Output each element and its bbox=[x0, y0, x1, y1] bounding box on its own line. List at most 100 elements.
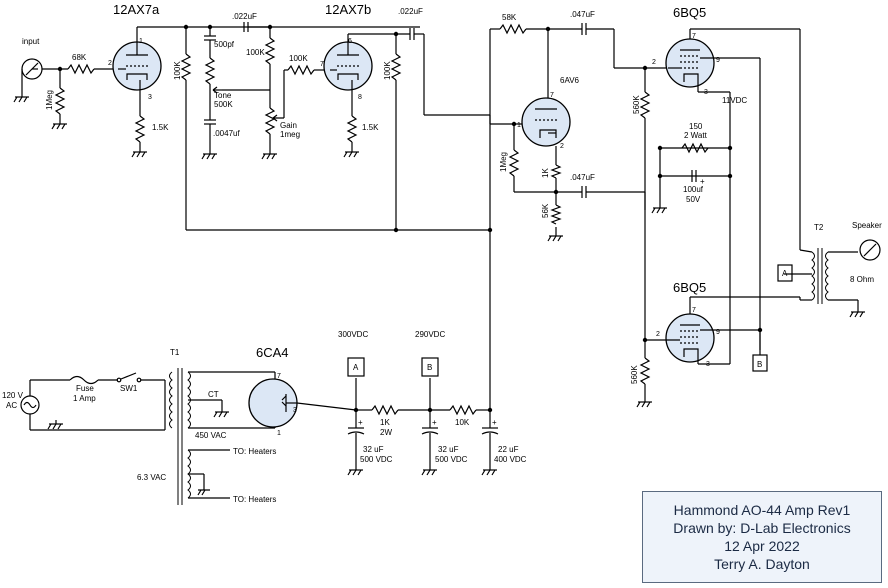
ohm-label: 8 Ohm bbox=[850, 275, 874, 284]
r-100k-tone-label: 100K bbox=[246, 48, 265, 57]
resistor-10k bbox=[449, 404, 477, 416]
node-b-supply-label: B bbox=[427, 363, 432, 372]
node-a-supply-label: A bbox=[353, 363, 359, 372]
fuse bbox=[69, 375, 99, 385]
node-b-marker-right bbox=[752, 354, 768, 372]
speaker-jack bbox=[859, 239, 881, 261]
c-022-a-label: .022uF bbox=[232, 12, 257, 21]
r-100k-c-label: 100K bbox=[383, 61, 392, 80]
svg-text:+: + bbox=[492, 418, 497, 427]
c-047-b-label: .047uF bbox=[570, 173, 595, 182]
c-100uf-label: 100uf bbox=[683, 185, 704, 194]
r-1k-2w-label: 1K bbox=[380, 418, 390, 427]
resistor-100k-b bbox=[287, 64, 315, 76]
speaker-label: Speaker bbox=[852, 221, 882, 230]
resistor-560k-b bbox=[639, 357, 651, 385]
svg-text:1: 1 bbox=[139, 38, 143, 45]
svg-text:3: 3 bbox=[293, 407, 297, 414]
r-68k-label: 68K bbox=[72, 53, 87, 62]
tube-rect-label: 6CA4 bbox=[256, 345, 289, 360]
tone-pot bbox=[204, 57, 216, 85]
r-1k-2w-watt-label: 2W bbox=[380, 428, 392, 437]
heat1-label: TO: Heaters bbox=[233, 447, 276, 456]
resistor-560k-a bbox=[639, 91, 651, 119]
fuse-value-label: 1 Amp bbox=[73, 394, 96, 403]
tube-6bq5-bottom bbox=[665, 313, 715, 363]
svg-text:1: 1 bbox=[517, 122, 521, 129]
input-label: input bbox=[22, 37, 40, 46]
svg-text:7: 7 bbox=[320, 61, 324, 68]
resistor-1-5k-b bbox=[346, 115, 358, 143]
resistor-1k-cathode bbox=[550, 164, 562, 179]
r-100k-a-label: 100K bbox=[173, 61, 182, 80]
svg-text:2: 2 bbox=[652, 59, 656, 66]
node-b-marker-supply bbox=[421, 357, 439, 377]
tube-v2-label: 12AX7b bbox=[325, 2, 371, 17]
c3-label: 22 uF bbox=[498, 445, 519, 454]
r-560k-b-label: 560K bbox=[630, 365, 639, 384]
input-jack bbox=[13, 58, 43, 103]
power-transformer-t1 bbox=[169, 368, 191, 505]
c-0047-label: .0047uf bbox=[213, 129, 240, 138]
svg-text:+: + bbox=[700, 177, 705, 186]
r-56k-label: 56K bbox=[541, 203, 550, 218]
resistor-150 bbox=[681, 142, 709, 154]
resistor-56k bbox=[550, 204, 562, 225]
svg-text:7: 7 bbox=[692, 307, 696, 314]
c3v-label: 400 VDC bbox=[494, 455, 527, 464]
t2-label: T2 bbox=[814, 223, 824, 232]
node-a-marker-supply bbox=[347, 357, 365, 377]
r-1-5k-a-label: 1.5K bbox=[152, 123, 169, 132]
svg-text:9: 9 bbox=[716, 329, 720, 336]
c1v-label: 500 VDC bbox=[360, 455, 393, 464]
r-100k-b-label: 100K bbox=[289, 54, 308, 63]
node-b-right-label: B bbox=[757, 360, 762, 369]
ct-label: CT bbox=[208, 390, 219, 399]
r-58k-label: 58K bbox=[502, 13, 517, 22]
resistor-100k-a bbox=[180, 53, 192, 81]
ac2-label: AC bbox=[6, 401, 17, 410]
resistor-100k-c bbox=[390, 53, 402, 81]
svg-text:3: 3 bbox=[148, 94, 152, 101]
svg-text:+: + bbox=[358, 418, 363, 427]
r-10k-label: 10K bbox=[455, 418, 470, 427]
c2-label: 32 uF bbox=[438, 445, 459, 454]
title-line-2: Drawn by: D-Lab Electronics bbox=[673, 520, 851, 536]
node-a-right-label: A bbox=[782, 269, 788, 278]
tone-value-label: 500K bbox=[214, 100, 233, 109]
tube-v4-label: 6BQ5 bbox=[673, 5, 706, 20]
r-1meg-input-label: 1Meg bbox=[45, 90, 54, 110]
svg-text:7: 7 bbox=[277, 373, 281, 380]
svg-text:7: 7 bbox=[692, 33, 696, 40]
node-a-marker-right bbox=[777, 264, 793, 282]
tone-label: Tone bbox=[214, 91, 232, 100]
c-047-a-label: .047uF bbox=[570, 10, 595, 19]
r-1-5k-b-label: 1.5K bbox=[362, 123, 379, 132]
tube-6bq5-top bbox=[665, 38, 715, 88]
gain-label: Gain bbox=[280, 121, 297, 130]
resistor-68k bbox=[67, 63, 95, 75]
ac-label: 120 V bbox=[2, 391, 24, 400]
svg-text:1: 1 bbox=[277, 430, 281, 437]
tube-6av6 bbox=[521, 97, 571, 147]
r-1k-label: 1K bbox=[541, 168, 550, 178]
svg-text:7: 7 bbox=[550, 92, 554, 99]
svg-text:9: 9 bbox=[716, 57, 720, 64]
hv-label: 450 VAC bbox=[195, 431, 227, 440]
resistor-58k bbox=[499, 23, 527, 35]
svg-text:8: 8 bbox=[358, 94, 362, 101]
title-line-4: Terry A. Dayton bbox=[714, 556, 810, 572]
resistor-1k-2w bbox=[371, 404, 399, 416]
v11-label: 11VDC bbox=[722, 96, 747, 105]
resistor-1meg-input bbox=[54, 87, 66, 115]
fuse-label: Fuse bbox=[76, 384, 94, 393]
resistor-1meg-grid bbox=[508, 149, 520, 177]
title-line-1: Hammond AO-44 Amp Rev1 bbox=[673, 502, 851, 518]
c-022-b-label: .022uF bbox=[398, 7, 423, 16]
svg-text:2: 2 bbox=[560, 143, 564, 150]
svg-text:2: 2 bbox=[108, 60, 112, 67]
resistor-1-5k-a bbox=[134, 115, 146, 143]
tube-6ca4 bbox=[248, 378, 298, 428]
c1-label: 32 uF bbox=[363, 445, 384, 454]
